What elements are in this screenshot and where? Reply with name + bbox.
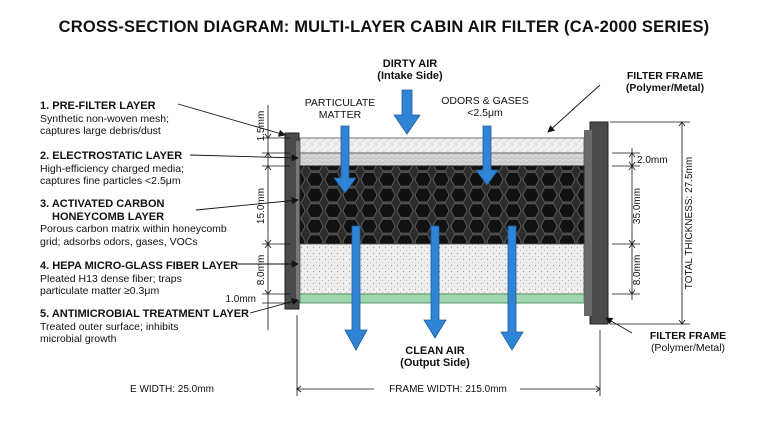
odors-label: ODORS & GASES <2.5μm (430, 95, 540, 119)
dirty-air-label: DIRTY AIR (Intake Side) (355, 58, 465, 82)
dim-left-4: 1.0mm (225, 294, 256, 305)
odors-line-1: ODORS & GASES (441, 95, 529, 107)
leader-frame-top (547, 84, 601, 133)
output-side-label: (Output Side) (400, 357, 470, 369)
frame-right-inner (584, 130, 592, 316)
dim-left-1: 1.5mm (256, 111, 267, 142)
clean-air-title: CLEAN AIR (405, 345, 465, 357)
hepa-layer (299, 243, 585, 295)
layer-1-line-2: captures large debris/dust (40, 125, 161, 137)
leader-prefilter (177, 103, 286, 137)
layer-2-name: 2. ELECTROSTATIC LAYER (40, 150, 183, 162)
odors-arrow (475, 125, 499, 186)
dim-total: TOTAL THICKNESS: 27.5mm (684, 157, 695, 289)
dim-right-2: 35.0mm (632, 188, 643, 224)
layer-4-line-1: Pleated H13 dense fiber; traps (40, 272, 182, 285)
left-dimensions (262, 105, 290, 330)
frame-top-sub: (Polymer/Metal) (625, 82, 705, 94)
dirty-air-title: DIRTY AIR (382, 58, 438, 70)
frame-bottom-title: FILTER FRAME (649, 330, 727, 342)
dirty-air-arrow (393, 89, 421, 135)
dim-edge-width: E WIDTH: 25.0mm (130, 384, 214, 395)
frame-bottom-sub: (Polymer/Metal) (650, 342, 726, 354)
particulate-line-2: MATTER (318, 109, 362, 121)
frame-top-title: FILTER FRAME (626, 70, 704, 82)
dim-left-3: 8.0mm (256, 255, 267, 286)
particulate-label: PARTICULATE MATTER (290, 97, 390, 121)
right-dimensions (610, 121, 690, 325)
antimicrobial-layer (299, 293, 585, 304)
frame-right-post (589, 121, 609, 325)
leader-frame-bottom (605, 317, 633, 334)
odors-line-2: <2.5μm (467, 107, 503, 119)
diagram-title: CROSS-SECTION DIAGRAM: MULTI-LAYER CABIN… (58, 18, 710, 36)
layer-5-description: 5. ANTIMICROBIAL TREATMENT LAYER Treated… (40, 308, 280, 346)
leader-carbon (195, 197, 299, 211)
clean-air-label: CLEAN AIR (Output Side) (380, 345, 490, 369)
particulate-arrow (333, 125, 357, 194)
layer-3-name: 3. ACTIVATED CARBON (40, 198, 165, 210)
layer-4-name: 4. HEPA MICRO-GLASS FIBER LAYER (40, 260, 239, 272)
frame-left-inner (296, 141, 302, 301)
layer-4-line-2: particulate matter ≥0.3μm (40, 285, 160, 297)
frame-bottom-label: FILTER FRAME (Polymer/Metal) (628, 330, 748, 354)
particulate-line-1: PARTICULATE (304, 97, 376, 109)
intake-side-label: (Intake Side) (377, 70, 443, 82)
layer-1-description: 1. PRE-FILTER LAYER Synthetic non-woven … (40, 100, 280, 138)
layer-3-description: 3. ACTIVATED CARBON HONEYCOMB LAYER Poro… (40, 198, 280, 248)
layer-5-line-2: microbial growth (40, 333, 117, 345)
layer-2-description: 2. ELECTROSTATIC LAYER High-efficiency c… (40, 150, 280, 188)
layer-4-description: 4. HEPA MICRO-GLASS FIBER LAYER Pleated … (40, 260, 280, 298)
layer-3-line-1: Porous carbon matrix within honeycomb (40, 223, 227, 235)
leader-electrostatic (189, 154, 299, 162)
clean-air-arrow-right (500, 225, 524, 351)
dim-left-2: 15.0mm (256, 188, 267, 224)
layer-3-name-2: HONEYCOMB LAYER (52, 210, 165, 223)
layer-1-name: 1. PRE-FILTER LAYER (40, 100, 156, 112)
clean-air-arrow-center (423, 225, 447, 339)
dim-right-3: 8.0mm (632, 255, 643, 286)
dim-right-1: 2.0mm (637, 155, 668, 166)
dim-frame-width: FRAME WIDTH: 215.0mm (389, 384, 507, 395)
layer-5-line-1: Treated outer surface; inhibits (40, 320, 179, 333)
layer-5-name: 5. ANTIMICROBIAL TREATMENT LAYER (40, 308, 250, 320)
layer-2-line-1: High-efficiency charged media; (40, 162, 184, 175)
layer-1-line-1: Synthetic non-woven mesh; (40, 112, 169, 125)
clean-air-arrow-left (344, 225, 368, 351)
frame-top-label: FILTER FRAME (Polymer/Metal) (590, 70, 740, 94)
layer-2-line-2: captures fine particles <2.5μm (40, 175, 181, 187)
leader-antimicrobial (249, 298, 299, 314)
layer-3-line-2: grid; adsorbs odors, gases, VOCs (40, 235, 198, 248)
